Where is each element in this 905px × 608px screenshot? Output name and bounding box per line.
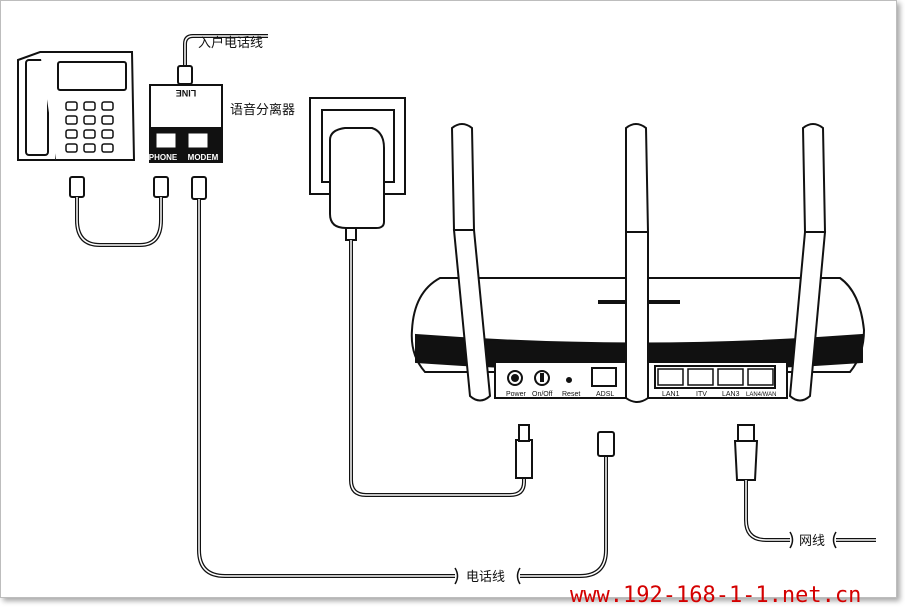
network-cable [733, 424, 876, 549]
incoming-line-cable [177, 34, 268, 85]
antenna-right-icon [788, 123, 827, 402]
splitter-phone-port-label: PHONE [149, 153, 178, 162]
power-adapter-icon [309, 97, 533, 497]
port-label-adsl: ADSL [596, 391, 614, 398]
splitter-line-port-label: LINE [176, 88, 197, 98]
modem-to-adsl-cable [191, 176, 615, 585]
watermark-text: www.192-168-1-1.net.cn [570, 583, 861, 608]
phone-to-splitter-cable [69, 176, 169, 247]
telephone-icon [17, 50, 136, 161]
port-label-lan4-wan: LAN4/WAN [746, 392, 776, 398]
phone-cable-label: 电话线 [466, 570, 505, 585]
incoming-line-label: 入户电话线 [198, 35, 263, 51]
antenna-left-icon [450, 123, 492, 402]
port-label-itv: ITV [696, 391, 707, 398]
port-label-power: Power [506, 391, 527, 398]
port-label-lan3: LAN3 [722, 391, 740, 398]
network-cable-label: 网线 [799, 534, 825, 549]
splitter-label: 语音分离器 [230, 102, 295, 118]
port-label-lan1: LAN1 [662, 391, 680, 398]
voice-splitter-icon [149, 84, 223, 163]
port-label-reset: Reset [562, 391, 580, 398]
port-label-on-off: On/Off [532, 391, 553, 398]
splitter-modem-port-label: MODEM [188, 153, 219, 162]
antenna-center-icon [625, 123, 650, 403]
